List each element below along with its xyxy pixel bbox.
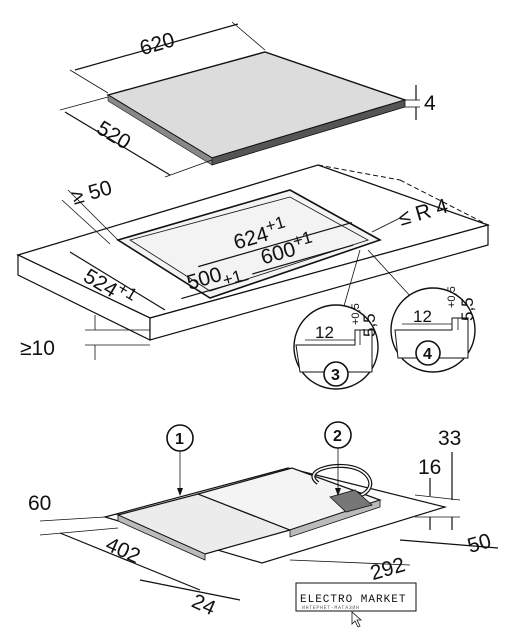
detail-4-height-label: 5,5: [458, 297, 477, 321]
dim-16-label: 16: [418, 456, 441, 479]
detail-3-profile: [295, 329, 373, 373]
hob-depth-label: 520: [93, 117, 135, 155]
dim-402-label: 402: [102, 533, 143, 568]
callout-2-badge: [324, 421, 352, 449]
dim-292-label: 292: [368, 553, 408, 585]
detail-4: 12 5,5 +0,5 4: [390, 286, 477, 373]
rear-margin-label: ≥ 50: [69, 176, 114, 209]
detail-4-profile: [394, 317, 469, 359]
detail-3: 12 5,5 +0,5 3: [293, 303, 379, 390]
terminal-box: [329, 489, 373, 513]
hob-plate-top: [106, 51, 408, 159]
callout-4-number: 4: [423, 346, 432, 363]
dim-50-label: 50: [465, 529, 494, 558]
dim-60-label: 60: [28, 492, 51, 515]
hob-plate-view: 620 520 4: [59, 21, 436, 178]
hob-width-label: 620: [137, 28, 177, 60]
hob-thickness-label: 4: [424, 92, 436, 115]
watermark-title: ELECTRO MARKET: [300, 594, 406, 606]
callout-2-number: 2: [333, 428, 342, 445]
worktop-thickness-label: ≥10: [20, 337, 55, 360]
worktop-cutout-view: ≥ 50 ≤ R 4 624+1 600+1 500+1 524+1 ≥10: [16, 164, 491, 360]
detail-4-tol-label: +0,5: [446, 286, 458, 308]
cursor-icon: [351, 611, 363, 628]
watermark-subtitle: ИНТЕРНЕТ-МАГАЗИН: [302, 605, 360, 611]
watermark-logo: ELECTRO MARKET ИНТЕРНЕТ-МАГАЗИН: [295, 582, 417, 628]
dim-33-label: 33: [438, 427, 461, 450]
callout-1-number: 1: [175, 431, 184, 448]
callout-4-badge: [415, 340, 441, 366]
watermark-frame: [295, 582, 417, 612]
detail-4-width-label: 12: [413, 307, 432, 326]
detail-3-width-label: 12: [315, 323, 334, 342]
callout-1-badge: [166, 424, 194, 452]
callout-3-badge: [323, 361, 349, 387]
callout-3-number: 3: [331, 367, 340, 384]
detail-3-tol-label: +0,5: [350, 303, 362, 325]
underside-view: 1 2 60 402 24 16 33 50 292: [28, 421, 499, 621]
dim-24-label: 24: [188, 590, 219, 621]
worktop-side-edge: [149, 224, 489, 341]
cutout-opening: [116, 189, 382, 299]
detail-3-height-label: 5,5: [360, 313, 379, 337]
hob-plate-edge-left: [107, 94, 213, 166]
